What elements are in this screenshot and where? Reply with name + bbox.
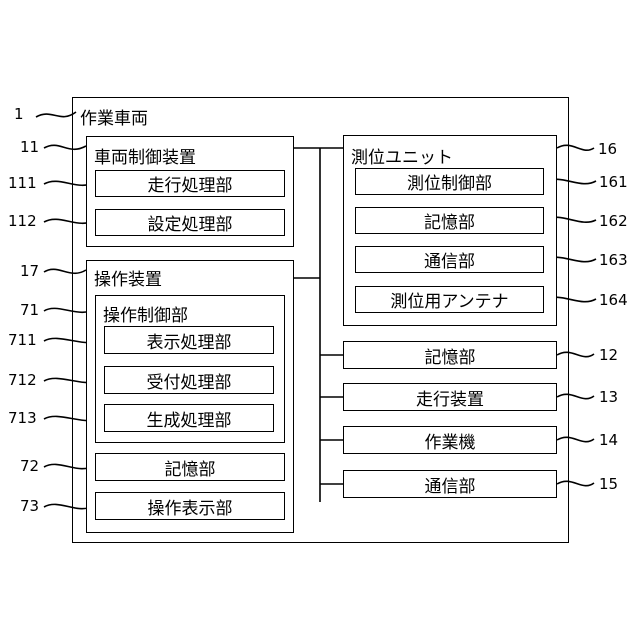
ref-16: 16 — [598, 140, 617, 158]
ref-161: 161 — [599, 173, 628, 191]
ref-73: 73 — [20, 497, 39, 515]
operation-device-label: 操作装置 — [94, 265, 162, 290]
ref-163: 163 — [599, 251, 628, 269]
operation-storage-unit: 記憶部 — [95, 453, 285, 481]
acceptance-processing-unit: 受付処理部 — [104, 366, 274, 394]
positioning-control-unit: 測位制御部 — [355, 168, 544, 195]
ref-112: 112 — [8, 212, 37, 230]
operation-controller-label: 操作制御部 — [103, 301, 188, 326]
ref-111: 111 — [8, 174, 37, 192]
ref-712: 712 — [8, 371, 37, 389]
ref-11: 11 — [20, 138, 39, 156]
operation-display-unit: 操作表示部 — [95, 492, 285, 520]
work-vehicle-label: 作業車両 — [80, 104, 148, 129]
work-machine: 作業機 — [343, 426, 557, 454]
ref-1: 1 — [14, 105, 24, 123]
ref-72: 72 — [20, 457, 39, 475]
ref-12: 12 — [599, 346, 618, 364]
ref-13: 13 — [599, 388, 618, 406]
display-processing-unit: 表示処理部 — [104, 326, 274, 354]
setting-processing-unit: 設定処理部 — [95, 209, 285, 236]
positioning-storage-unit: 記憶部 — [355, 207, 544, 234]
ref-14: 14 — [599, 431, 618, 449]
traveling-device: 走行装置 — [343, 383, 557, 411]
positioning-antenna: 測位用アンテナ — [355, 286, 544, 313]
travel-processing-unit: 走行処理部 — [95, 170, 285, 197]
ref-17: 17 — [20, 262, 39, 280]
communication-unit: 通信部 — [343, 470, 557, 498]
ref-162: 162 — [599, 212, 628, 230]
ref-15: 15 — [599, 475, 618, 493]
ref-711: 711 — [8, 331, 37, 349]
ref-164: 164 — [599, 291, 628, 309]
positioning-communication-unit: 通信部 — [355, 246, 544, 273]
ref-71: 71 — [20, 301, 39, 319]
positioning-unit-label: 測位ユニット — [351, 143, 453, 168]
generation-processing-unit: 生成処理部 — [104, 404, 274, 432]
ref-713: 713 — [8, 409, 37, 427]
storage-unit: 記憶部 — [343, 341, 557, 369]
leader-1 — [36, 112, 76, 117]
vehicle-controller-label: 車両制御装置 — [94, 143, 196, 168]
